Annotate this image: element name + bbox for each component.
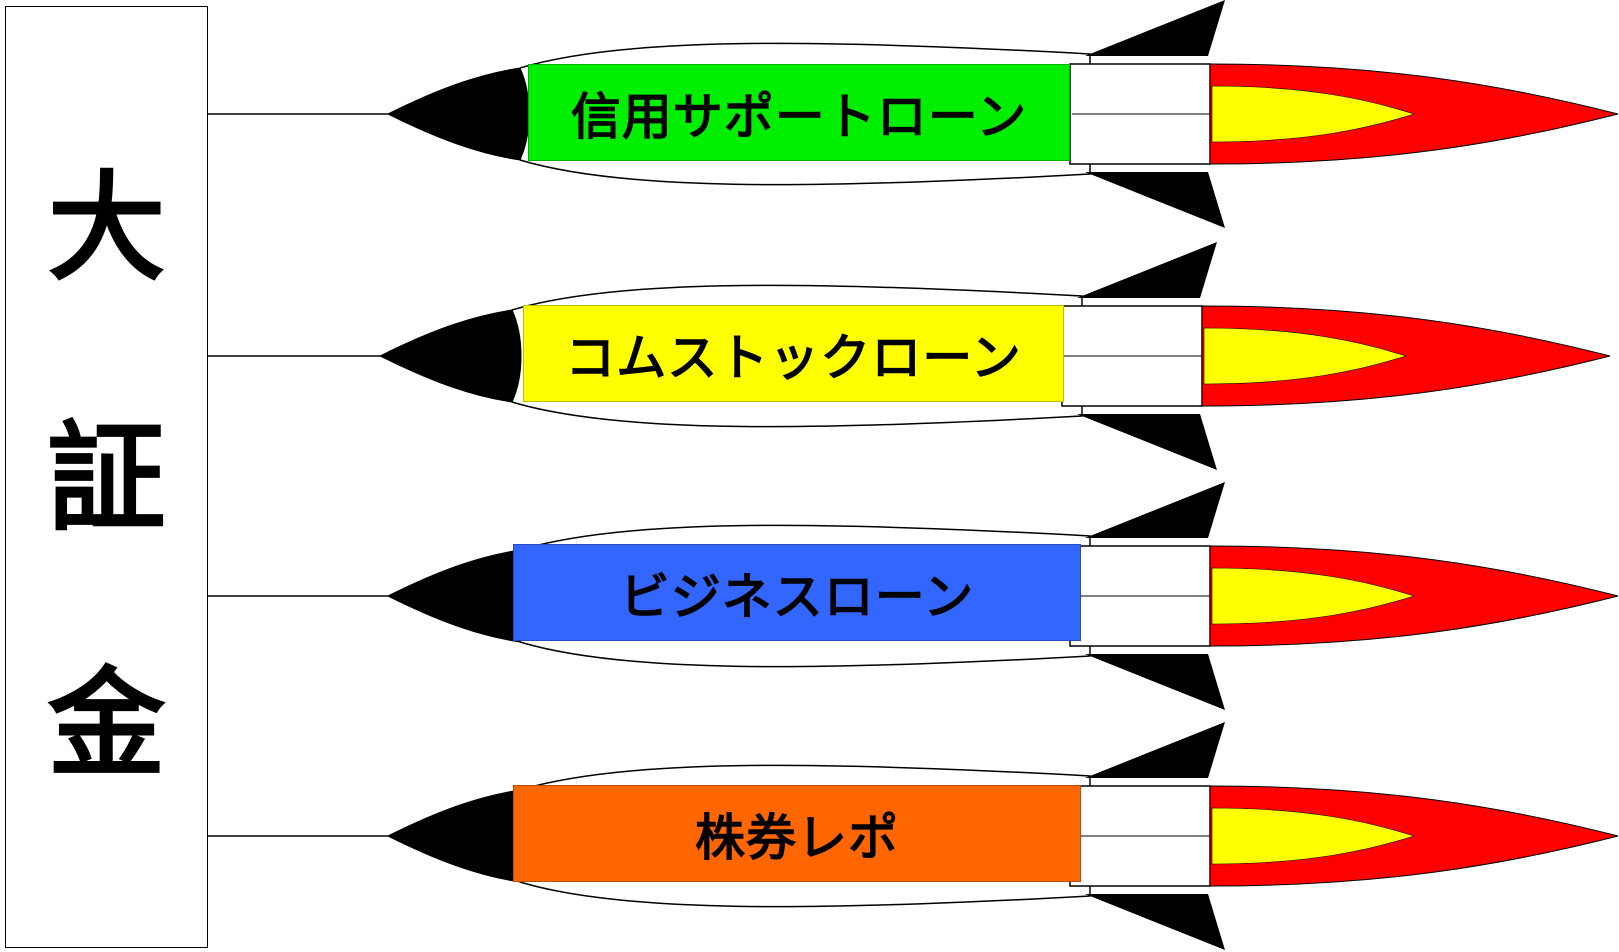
rocket-nose — [386, 67, 530, 161]
rocket-icon — [208, 242, 1611, 470]
org-name-char-2: 証 — [47, 409, 166, 547]
rocket-fin-top — [1085, 0, 1225, 56]
product-label-comstock-loan: コムストックローン — [523, 305, 1064, 402]
flame-inner — [1211, 567, 1415, 625]
flame-inner — [1211, 85, 1415, 143]
rocket-icon — [208, 0, 1619, 228]
rocket-fin-top — [1085, 482, 1225, 538]
rocket-icon — [208, 722, 1619, 950]
rocket-nose — [378, 309, 522, 403]
product-label-business-loan: ビジネスローン — [513, 544, 1081, 641]
rocket-fin-bottom — [1085, 654, 1225, 710]
org-name-char-1: 大 — [47, 159, 166, 297]
organization-box: 大 証 金 — [5, 6, 208, 948]
rocket-nose — [386, 789, 530, 883]
product-label-credit-support-loan: 信用サポートローン — [528, 64, 1070, 161]
rocket-icon — [208, 482, 1619, 710]
flame-inner — [1211, 807, 1415, 865]
product-label-stock-repo: 株券レポ — [513, 785, 1081, 882]
rocket-fin-bottom — [1085, 172, 1225, 228]
rocket-fin-top — [1077, 242, 1217, 298]
org-name-char-3: 金 — [47, 655, 166, 793]
flame-inner — [1203, 327, 1407, 385]
rocket-fin-bottom — [1077, 414, 1217, 470]
rocket-nose — [386, 549, 530, 643]
rocket-fin-top — [1085, 722, 1225, 778]
rocket-fin-bottom — [1085, 894, 1225, 950]
